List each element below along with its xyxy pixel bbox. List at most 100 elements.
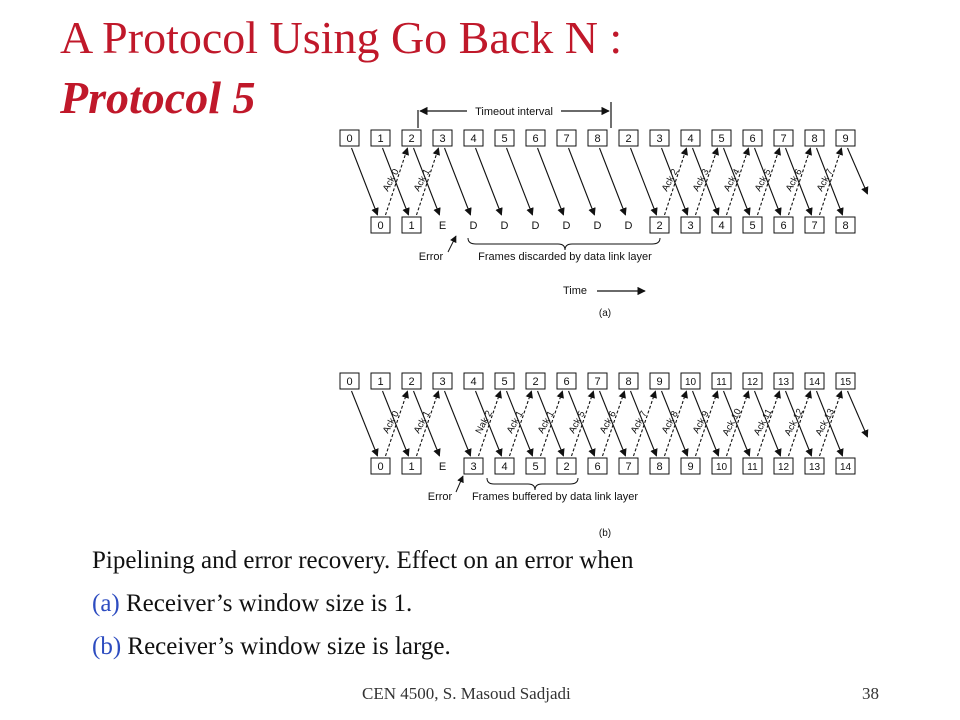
a-sender-frame-11: 4 xyxy=(680,129,701,147)
b-frame-arrow-1 xyxy=(381,390,410,457)
b-frame-arrow-14 xyxy=(784,390,813,457)
a-receiver-slot-1-text: 1 xyxy=(408,220,414,232)
b-receiver-slot-12: 11 xyxy=(742,457,763,475)
a-sender-frame-9-box xyxy=(618,129,639,147)
a-frame-arrow-4 xyxy=(474,147,503,216)
a-sender-frame-5-text: 5 xyxy=(501,133,507,145)
a-frame-arrow-2 xyxy=(412,147,441,216)
footer-credit: CEN 4500, S. Masoud Sadjadi xyxy=(362,684,571,703)
a-frame-arrow-12 xyxy=(722,147,751,216)
b-frame-arrow-7 xyxy=(567,390,596,457)
b-receiver-slot-9-box xyxy=(649,457,670,475)
b-buffer-label: Frames buffered by data link layer xyxy=(472,491,638,503)
b-receiver-slot-4-text: 4 xyxy=(501,461,507,473)
b-sender-frame-5-box xyxy=(494,372,515,390)
a-receiver-slot-5-text: D xyxy=(532,220,540,232)
b-sender-frame-0-box xyxy=(339,372,360,390)
a-receiver-slot-9: 2 xyxy=(649,216,670,234)
a-receiver-slot-3-text: D xyxy=(470,220,478,232)
b-sender-frame-11-box xyxy=(680,372,701,390)
b-sender-frame-7: 6 xyxy=(556,372,577,390)
a-receiver-slot-15: 8 xyxy=(835,216,856,234)
a-receiver-slot-13: 6 xyxy=(773,216,794,234)
b-sender-frame-12-text: 11 xyxy=(716,377,727,388)
b-sender-frame-14-text: 13 xyxy=(778,377,790,388)
a-receiver-slot-14-box xyxy=(804,216,825,234)
a-receiver-slot-14-text: 7 xyxy=(811,220,817,232)
b-ack-arrow-4 xyxy=(539,390,564,457)
b-receiver-slot-11-box xyxy=(711,457,732,475)
a-receiver-slot-3: D xyxy=(470,220,478,232)
a-receiver-slot-8-text: D xyxy=(625,220,633,232)
b-frame-arrow-8 xyxy=(598,390,627,457)
a-receiver-slot-2: E xyxy=(439,220,446,232)
b-receiver-slot-14-text: 13 xyxy=(809,462,821,473)
b-receiver-slot-4: 4 xyxy=(494,457,515,475)
b-receiver-slot-9: 8 xyxy=(649,457,670,475)
a-receiver-slot-10: 3 xyxy=(680,216,701,234)
b-sender-frame-16-text: 15 xyxy=(840,377,852,388)
a-sender-frame-1: 1 xyxy=(370,129,391,147)
a-receiver-slot-11-text: 4 xyxy=(718,220,724,232)
b-sender-frame-15: 14 xyxy=(804,372,825,390)
b-sender-frame-7-box xyxy=(556,372,577,390)
b-receiver-slot-8: 7 xyxy=(618,457,639,475)
b-sender-frame-5-text: 5 xyxy=(501,376,507,388)
b-receiver-slot-15-text: 14 xyxy=(840,462,852,473)
b-sender-frame-12-box xyxy=(711,372,732,390)
b-sender-frame-14-box xyxy=(773,372,794,390)
a-receiver-slot-12-text: 5 xyxy=(749,220,755,232)
b-ack-arrow-3 xyxy=(508,390,533,457)
b-frame-arrow-4 xyxy=(474,390,503,457)
b-receiver-slot-7-box xyxy=(587,457,608,475)
panel-b-label: (b) xyxy=(599,528,611,539)
a-ack-arrow-5 xyxy=(756,147,781,216)
a-sender-frame-1-box xyxy=(370,129,391,147)
a-sender-frame-11-box xyxy=(680,129,701,147)
a-frame-arrow-14 xyxy=(784,147,813,216)
b-receiver-slot-0: 0 xyxy=(370,457,391,475)
b-receiver-slot-0-text: 0 xyxy=(377,461,383,473)
a-discard-label: Frames discarded by data link layer xyxy=(478,251,652,263)
b-ack-arrow-12 xyxy=(787,390,812,457)
a-sender-frame-5: 5 xyxy=(494,129,515,147)
b-receiver-slot-5-box xyxy=(525,457,546,475)
a-frame-arrow-8 xyxy=(598,147,627,216)
a-sender-frame-3-text: 3 xyxy=(439,133,445,145)
b-receiver-slot-14: 13 xyxy=(804,457,825,475)
b-sender-frame-11: 10 xyxy=(680,372,701,390)
b-ack-arrow-1 xyxy=(415,390,440,457)
b-receiver-slot-7: 6 xyxy=(587,457,608,475)
b-ack-arrow-11 xyxy=(756,390,781,457)
caption-b-label: (b) xyxy=(92,633,122,660)
a-receiver-slot-6-text: D xyxy=(563,220,571,232)
a-receiver-slot-0: 0 xyxy=(370,216,391,234)
a-sender-frame-3-box xyxy=(432,129,453,147)
title-line-1: A Protocol Using Go Back N : xyxy=(60,12,623,63)
b-frame-arrow-11 xyxy=(691,390,720,457)
b-receiver-slot-13: 12 xyxy=(773,457,794,475)
b-frame-arrow-5 xyxy=(505,390,534,457)
a-sender-frame-8-box xyxy=(587,129,608,147)
a-receiver-slot-9-box xyxy=(649,216,670,234)
b-receiver-slot-14-box xyxy=(804,457,825,475)
a-sender-frame-15-box xyxy=(804,129,825,147)
b-ack-arrow-10 xyxy=(725,390,750,457)
a-receiver-slot-8: D xyxy=(625,220,633,232)
b-sender-frame-12: 11 xyxy=(711,372,732,390)
a-frame-arrow-6 xyxy=(536,147,565,216)
b-receiver-slot-0-box xyxy=(370,457,391,475)
a-sender-frame-1-text: 1 xyxy=(377,133,383,145)
a-sender-frame-4: 4 xyxy=(463,129,484,147)
a-sender-frame-9-text: 2 xyxy=(625,133,631,145)
b-error-label: Error xyxy=(428,491,453,503)
a-sender-frame-6: 6 xyxy=(525,129,546,147)
b-sender-frame-6-box xyxy=(525,372,546,390)
b-sender-frame-13: 12 xyxy=(742,372,763,390)
b-sender-frame-2-text: 2 xyxy=(408,376,414,388)
b-sender-frame-8: 7 xyxy=(587,372,608,390)
b-frame-arrow-6 xyxy=(536,390,565,457)
